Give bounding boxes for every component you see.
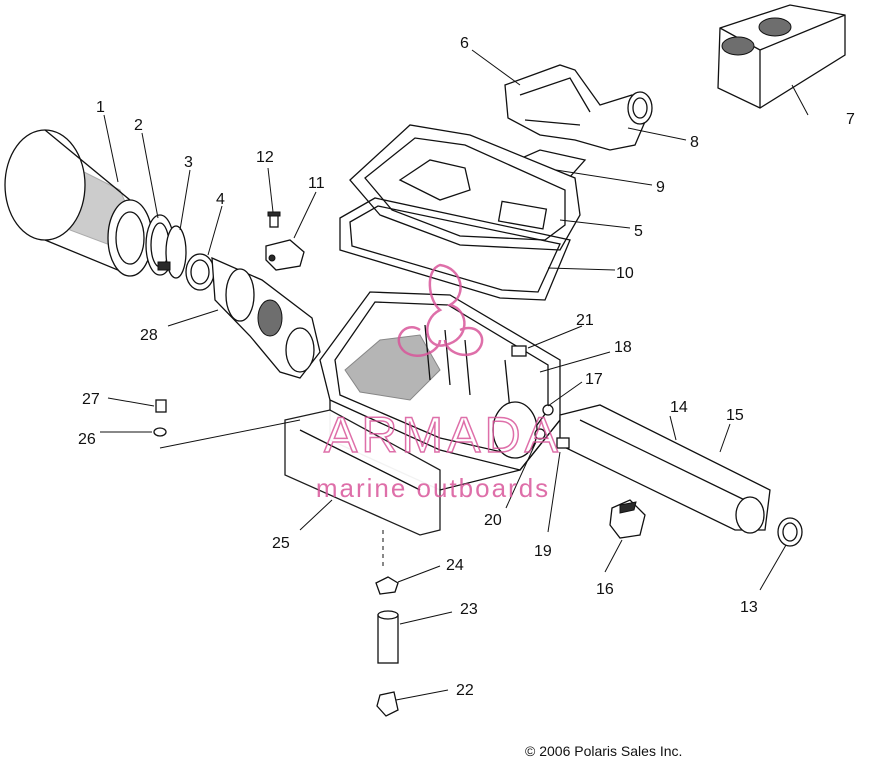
ring (185, 253, 215, 291)
callouts: 1 2 3 4 5 6 7 8 9 10 11 12 13 14 15 16 1… (78, 35, 855, 699)
fitting-20 (534, 428, 546, 440)
sensor (265, 239, 305, 271)
watermark-logo (397, 263, 484, 357)
clamp-16 (609, 499, 646, 539)
callout-2: 2 (134, 117, 143, 134)
callout-15: 15 (726, 407, 744, 424)
callout-19: 19 (534, 543, 552, 560)
callout-16: 16 (596, 581, 614, 598)
callout-26: 26 (78, 431, 96, 448)
outlet-duct (504, 64, 653, 151)
drain-valve (376, 691, 399, 717)
callout-28: 28 (140, 327, 158, 344)
end-clamp (777, 517, 803, 547)
copyright-notice: © 2006 Polaris Sales Inc. (525, 743, 682, 759)
callout-11: 11 (308, 175, 325, 192)
callout-5: 5 (634, 223, 643, 240)
drain-tube (377, 610, 399, 664)
callout-23: 23 (460, 601, 478, 618)
intake-tube (559, 404, 771, 534)
leader-lines (100, 49, 809, 701)
watermark-brand: ARMADA (324, 407, 562, 463)
callout-3: 3 (184, 154, 193, 171)
callout-7: 7 (846, 111, 855, 128)
callout-21: 21 (576, 312, 594, 329)
callout-20: 20 (484, 512, 502, 529)
cover-box (717, 4, 846, 109)
fitting-17 (542, 404, 554, 416)
watermark: ARMADA marine outboards (316, 263, 562, 503)
callout-22: 22 (456, 682, 474, 699)
gasket (339, 197, 571, 301)
callout-12: 12 (256, 149, 274, 166)
callout-18: 18 (614, 339, 632, 356)
hose-clamp (157, 225, 187, 279)
callout-17: 17 (585, 371, 603, 388)
watermark-tagline: marine outboards (316, 473, 550, 503)
intake-boot (211, 256, 321, 379)
air-filter-element (4, 129, 153, 277)
callout-24: 24 (446, 557, 464, 574)
lower-pan (284, 409, 441, 536)
callout-1: 1 (96, 99, 105, 116)
fitting-21 (511, 345, 527, 357)
callout-6: 6 (460, 35, 469, 52)
callout-10: 10 (616, 265, 634, 282)
airbox-lid (349, 124, 581, 251)
callout-13: 13 (740, 599, 758, 616)
fitting-19 (556, 437, 570, 449)
washer-26 (153, 427, 167, 437)
drain-cap (375, 576, 399, 595)
callout-8: 8 (690, 134, 699, 151)
screw-12 (267, 211, 281, 228)
bolt-27 (155, 399, 167, 413)
callout-14: 14 (670, 399, 688, 416)
callout-9: 9 (656, 179, 665, 196)
callout-4: 4 (216, 191, 225, 208)
callout-27: 27 (82, 391, 100, 408)
callout-25: 25 (272, 535, 290, 552)
